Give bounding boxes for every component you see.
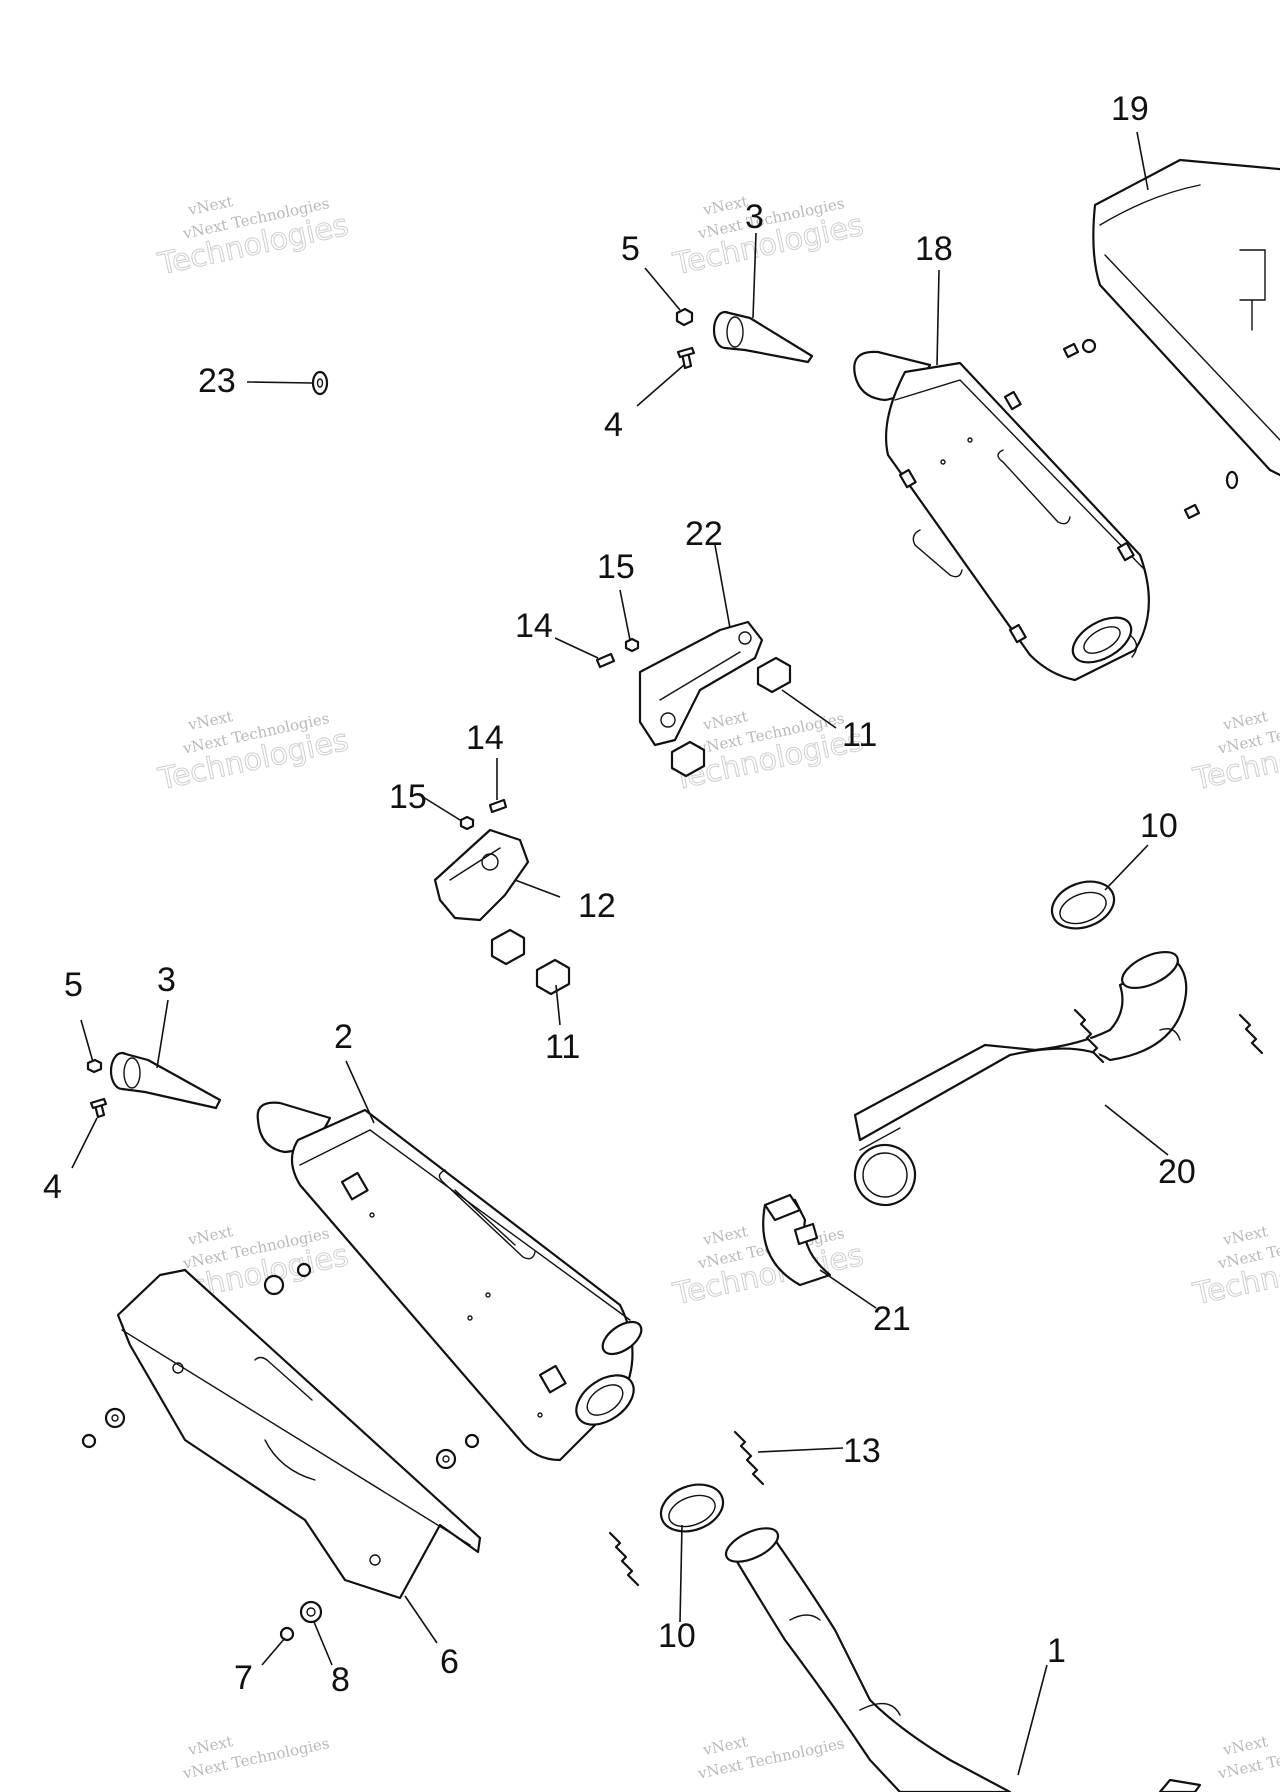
watermarks: vNext vNext Technologies Technologies vN… [154,192,1280,1783]
part-18-muffler [853,350,1150,682]
callout-3: 3 [157,961,176,999]
part-2-muffler [256,1101,643,1462]
part-20-header-pipe [853,950,1188,1207]
part-8-washer [299,1600,323,1624]
callout-8: 8 [331,1661,350,1699]
callout-3: 3 [745,198,764,236]
callout-11: 11 [842,716,877,754]
watermark: vNext vNext Technologies Technologies [1189,707,1280,798]
part-11-isolator-lower [490,928,571,996]
callout-19: 19 [1111,90,1149,128]
callout-23: 23 [198,362,236,400]
callout-20: 20 [1158,1153,1196,1191]
part-3-tail-tip-lower [109,1051,222,1110]
callouts: 19 18 3 5 4 23 22 15 14 11 14 15 12 11 1… [43,90,1196,1699]
part-15-nut-upper [624,637,640,653]
part-19-heat-shield [1062,158,1280,520]
callout-6: 6 [440,1643,459,1681]
callout-14: 14 [466,719,504,757]
part-3-tail-tip-upper [712,310,814,364]
part-13-spring [608,1430,765,1587]
part-14-bolt-lower [488,798,508,814]
part-7-nut [279,1626,295,1642]
part-10-gasket-upper [1050,880,1116,930]
callout-11: 11 [545,1028,580,1066]
part-5-nut-upper [675,307,694,327]
callout-18: 18 [915,230,953,268]
callout-15: 15 [597,548,635,586]
callout-1: 1 [1047,1632,1066,1670]
part-23-washer [311,370,329,396]
part-10-gasket-lower [659,1483,725,1533]
part-1-header-pipe [724,1527,1202,1792]
callout-7: 7 [234,1659,253,1697]
leader-lines [71,131,1169,1776]
part-12-bracket [433,828,530,922]
callout-22: 22 [685,515,723,553]
watermark: vNext vNext Technologies [1215,1732,1280,1783]
callout-4: 4 [43,1168,62,1206]
part-4-bolt-upper [676,346,696,370]
callout-12: 12 [578,887,616,925]
part-14-bolt-upper [595,652,616,669]
callout-5: 5 [64,966,83,1004]
callout-4: 4 [604,406,623,444]
callout-2: 2 [334,1018,353,1056]
callout-14: 14 [515,607,553,645]
part-6-heat-shield [81,1262,482,1600]
watermark: vNext vNext Technologies [695,1732,845,1783]
watermark: vNext vNext Technologies Technologies [669,192,867,283]
watermark: vNext vNext Technologies [180,1732,330,1783]
callout-10: 10 [1140,807,1178,845]
callout-5: 5 [621,230,640,268]
part-15-nut-lower [459,815,475,831]
watermark: vNext vNext Technologies Technologies [154,707,352,798]
part-4-bolt-lower [89,1097,108,1119]
callout-10: 10 [658,1617,696,1655]
callout-13: 13 [843,1432,881,1470]
part-13-spring-upper [1073,1008,1264,1064]
callout-21: 21 [873,1300,911,1338]
watermark: vNext vNext Technologies Technologies [1189,1222,1280,1313]
callout-15: 15 [389,778,427,816]
watermark: vNext vNext Technologies Technologies [154,192,352,283]
part-22-bracket [638,620,764,747]
part-5-nut-lower [86,1058,103,1074]
part-11-isolator-upper [670,656,792,778]
part-21-clamp [762,1193,832,1287]
